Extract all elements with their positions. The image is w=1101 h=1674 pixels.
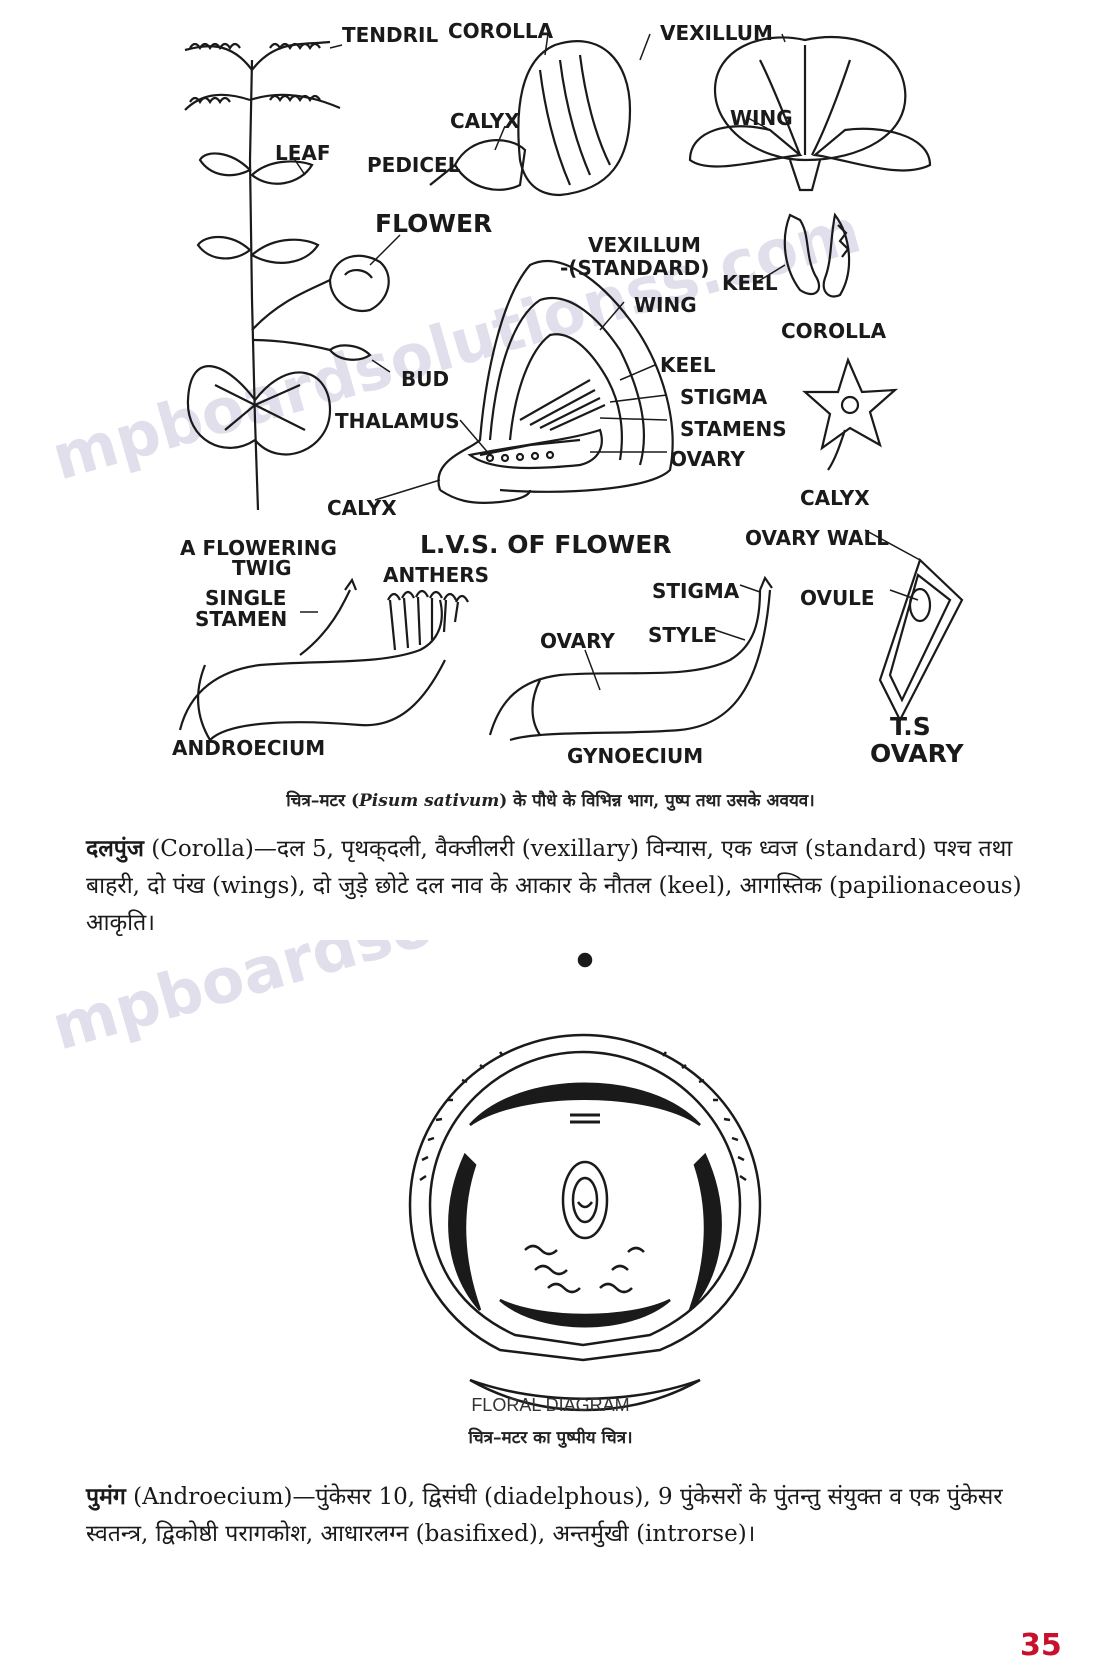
label-ovary-wall: OVARY WALL xyxy=(745,526,889,550)
calyx-drawing xyxy=(802,356,899,471)
label-leaf: LEAF xyxy=(275,141,331,165)
ts-ovary-drawing xyxy=(878,558,964,723)
label-single-stamen-1: SINGLE xyxy=(205,586,286,610)
floral-diagram-title: FLORAL DIAGRAM xyxy=(471,1395,630,1415)
label-stigma-low: STIGMA xyxy=(652,579,740,603)
watermark-2: mpboardsolutionss.com xyxy=(44,940,868,1064)
label-ovary-mid: OVARY xyxy=(670,447,745,471)
figure1-caption-italic: Pisum sativum xyxy=(359,791,500,811)
page-number: 35 xyxy=(1020,1628,1062,1663)
label-lvs-flower: L.V.S. OF FLOWER xyxy=(420,530,672,559)
paragraph-corolla: दलपुंज (Corolla)—दल 5, पृथक्‌दली, वैक्जी… xyxy=(86,830,1071,942)
label-keel-mid: KEEL xyxy=(660,353,716,377)
label-pedicel: PEDICEL xyxy=(367,153,461,177)
figure2-caption: चित्र–मटर का पुष्पीय चित्र। xyxy=(468,1428,633,1448)
label-calyx-top: CALYX xyxy=(450,109,520,133)
label-vexillum-top: VEXILLUM xyxy=(660,21,773,45)
figure1-caption: चित्र–मटर (Pisum sativum) के पौधे के विभ… xyxy=(0,788,1101,811)
paragraph-corolla-text: (Corolla)—दल 5, पृथक्‌दली, वैक्जीलरी (ve… xyxy=(86,836,1022,936)
label-gynoecium: GYNOECIUM xyxy=(567,744,703,768)
label-flowering-twig-1: A FLOWERING xyxy=(180,536,337,560)
androecium-drawing xyxy=(178,577,469,741)
paragraph-corolla-term: दलपुंज xyxy=(86,835,144,862)
paragraph-androecium-text: (Androecium)—पुंकेसर 10, द्विसंघी (diade… xyxy=(86,1484,1003,1547)
label-ovary-low: OVARY xyxy=(540,629,615,653)
label-wing-mid: WING xyxy=(634,293,697,317)
label-stamens: STAMENS xyxy=(680,417,787,441)
floral-diagram: mpboardsolutionss.com xyxy=(44,940,868,1412)
label-vexillum-standard-2: -(STANDARD) xyxy=(560,256,709,280)
label-vexillum-standard-1: VEXILLUM xyxy=(588,233,701,257)
label-ts-2: OVARY xyxy=(870,739,964,768)
figure1-caption-post: ) के पौधे के विभिन्न भाग, पुष्प तथा उसके… xyxy=(499,791,815,811)
label-flowering-twig-2: TWIG xyxy=(232,556,292,580)
label-anthers: ANTHERS xyxy=(383,563,489,587)
label-tendril: TENDRIL xyxy=(342,23,438,47)
label-stigma-mid: STIGMA xyxy=(680,385,768,409)
label-androecium: ANDROECIUM xyxy=(172,736,325,760)
label-calyx-mid: CALYX xyxy=(327,496,397,520)
label-ts-1: T.S xyxy=(890,712,931,741)
label-corolla-top: COROLLA xyxy=(448,19,554,43)
label-wing-top: WING xyxy=(730,106,793,130)
keel-drawing xyxy=(783,212,851,298)
label-thalamus: THALAMUS xyxy=(335,409,460,433)
leader-lines xyxy=(294,33,921,691)
label-ovule: OVULE xyxy=(800,586,875,610)
label-calyx-right: CALYX xyxy=(800,486,870,510)
flowering-twig-drawing xyxy=(184,40,390,511)
figure1-caption-pre: चित्र–मटर ( xyxy=(286,791,360,811)
vexillum-wing-drawing xyxy=(688,36,932,192)
gynoecium-drawing xyxy=(488,575,773,742)
pea-plant-figure: mpboardsolutionss.com xyxy=(44,19,964,768)
label-corolla-right: COROLLA xyxy=(781,319,887,343)
label-single-stamen-2: STAMEN xyxy=(195,607,287,631)
label-keel-right: KEEL xyxy=(722,271,778,295)
label-style: STYLE xyxy=(648,623,717,647)
paragraph-androecium: पुमंग (Androecium)—पुंकेसर 10, द्विसंघी … xyxy=(86,1478,1071,1553)
label-flower: FLOWER xyxy=(375,209,492,238)
label-bud: BUD xyxy=(401,367,449,391)
paragraph-androecium-term: पुमंग xyxy=(86,1483,126,1510)
flower-side-view xyxy=(429,40,632,197)
